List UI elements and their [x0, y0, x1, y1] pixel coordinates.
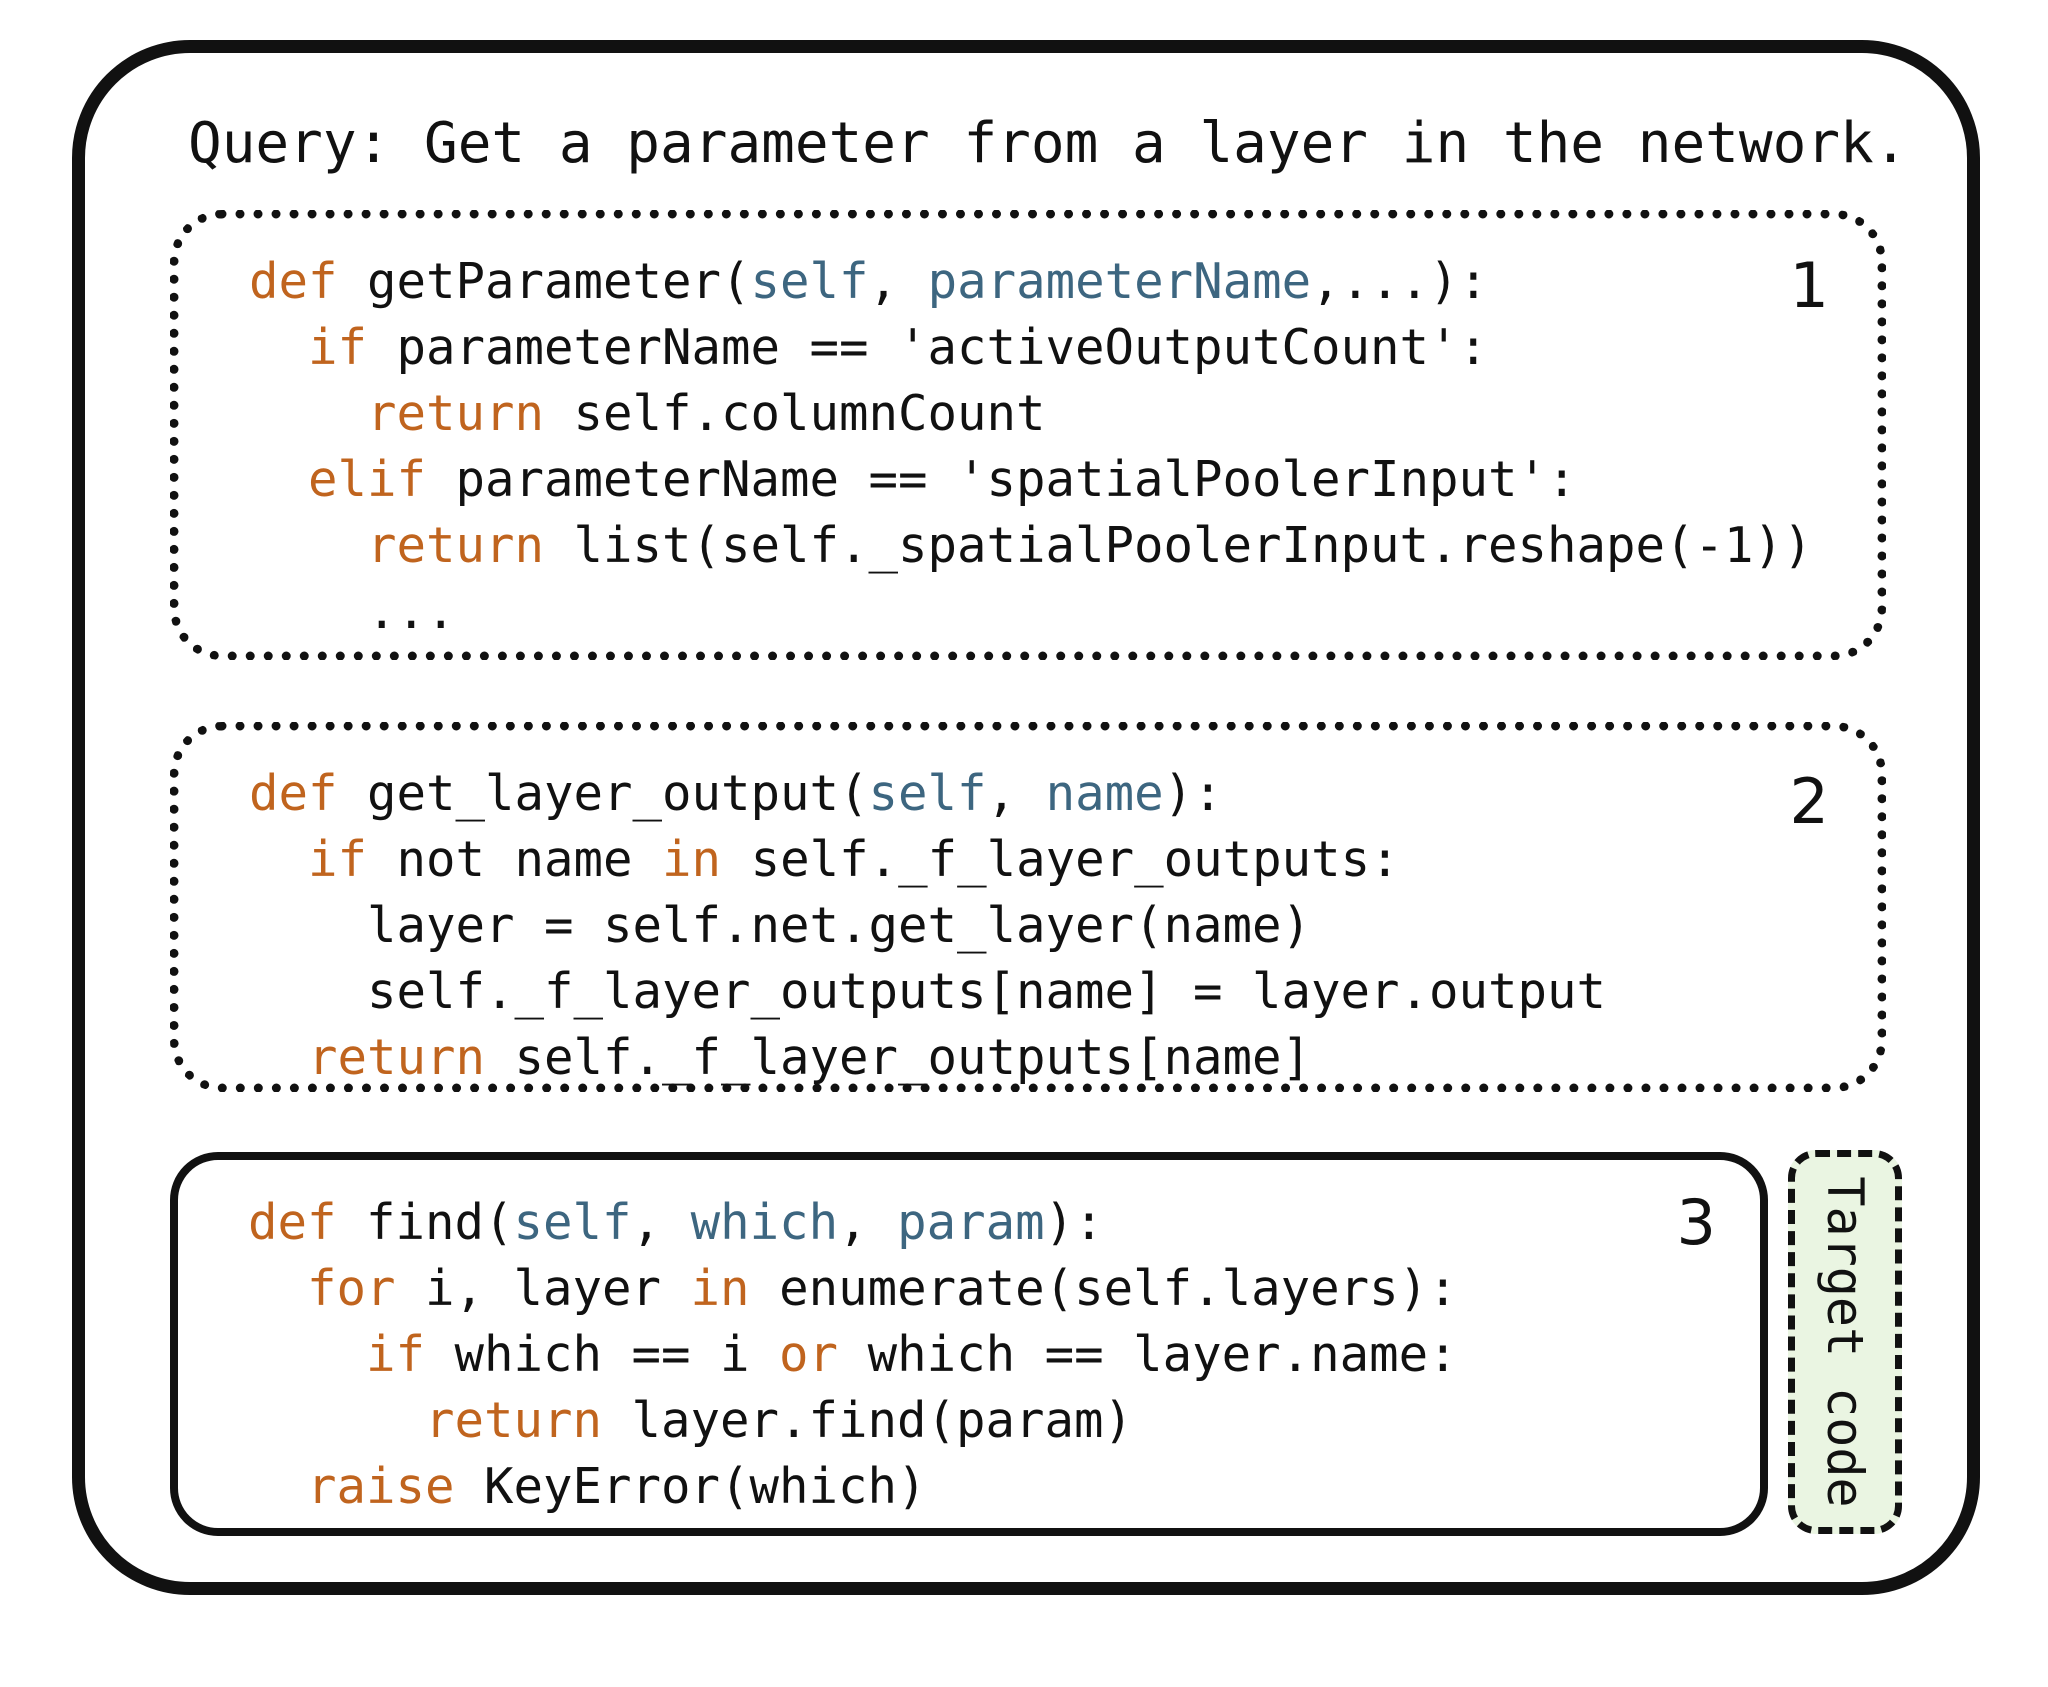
code-line: elif parameterName == 'spatialPoolerInpu… [249, 447, 1813, 513]
code-keyword: or [779, 1326, 839, 1383]
code-keyword: if [366, 1326, 426, 1383]
code-keyword: for [307, 1260, 396, 1317]
code-line: layer = self.net.get_layer(name) [249, 893, 1606, 959]
outer-frame [72, 40, 1980, 1595]
code-text [248, 1326, 366, 1383]
code-block: def get_layer_output(self, name): if not… [249, 761, 1606, 1091]
code-block: def getParameter(self, parameterName,...… [249, 249, 1813, 645]
code-text: getParameter( [337, 253, 751, 310]
code-text: KeyError(which) [454, 1458, 927, 1515]
code-text: enumerate(self.layers): [749, 1260, 1458, 1317]
code-parameter: which [690, 1194, 839, 1251]
code-text: self._f_layer_outputs[name] = layer.outp… [249, 963, 1607, 1020]
code-text: ,...): [1311, 253, 1489, 310]
code-line: return layer.find(param) [248, 1388, 1458, 1454]
code-text: self.columnCount [544, 385, 1046, 442]
code-line: def find(self, which, param): [248, 1190, 1458, 1256]
candidate-snippet-1: def getParameter(self, parameterName,...… [170, 210, 1886, 660]
code-line: if parameterName == 'activeOutputCount': [249, 315, 1813, 381]
code-keyword: return [367, 385, 545, 442]
code-text: self._f_layer_outputs: [721, 831, 1400, 888]
target-code-tag: Target code [1788, 1150, 1902, 1534]
code-keyword: elif [308, 451, 427, 508]
code-text: i, layer [395, 1260, 691, 1317]
code-text [248, 1260, 307, 1317]
code-keyword: if [308, 319, 368, 376]
code-text: parameterName == 'spatialPoolerInput': [426, 451, 1577, 508]
code-parameter: name [1045, 765, 1164, 822]
code-text [249, 319, 308, 376]
code-line: def get_layer_output(self, name): [249, 761, 1606, 827]
code-text: which == layer.name: [838, 1326, 1458, 1383]
code-line: return self._f_layer_outputs[name] [249, 1025, 1606, 1091]
code-text: layer.find(param) [602, 1392, 1134, 1449]
code-line: ... [249, 579, 1813, 645]
code-text: , [631, 1194, 691, 1251]
code-block: def find(self, which, param): for i, lay… [248, 1190, 1458, 1520]
code-text [249, 1029, 308, 1086]
code-text [248, 1458, 307, 1515]
code-keyword: return [367, 517, 545, 574]
code-text: parameterName == 'activeOutputCount': [367, 319, 1489, 376]
code-keyword: return [308, 1029, 486, 1086]
code-text: get_layer_output( [337, 765, 869, 822]
code-keyword: def [248, 1194, 337, 1251]
candidate-snippet-2: def get_layer_output(self, name): if not… [170, 722, 1886, 1092]
code-text: ... [249, 583, 456, 640]
code-line: if which == i or which == layer.name: [248, 1322, 1458, 1388]
code-line: return self.columnCount [249, 381, 1813, 447]
code-line: if not name in self._f_layer_outputs: [249, 827, 1606, 893]
code-line: return list(self._spatialPoolerInput.res… [249, 513, 1813, 579]
code-line: raise KeyError(which) [248, 1454, 1458, 1520]
code-text [248, 1392, 425, 1449]
code-text: layer = self.net.get_layer(name) [249, 897, 1312, 954]
snippet-number: 3 [1676, 1186, 1716, 1259]
code-keyword: raise [307, 1458, 455, 1515]
code-text: ): [1163, 765, 1223, 822]
code-line: self._f_layer_outputs[name] = layer.outp… [249, 959, 1606, 1025]
code-parameter: self [868, 765, 987, 822]
code-text: find( [336, 1194, 514, 1251]
code-line: def getParameter(self, parameterName,...… [249, 249, 1813, 315]
code-parameter: param [897, 1194, 1045, 1251]
code-text: list(self._spatialPoolerInput.reshape(-1… [544, 517, 1813, 574]
code-parameter: self [750, 253, 869, 310]
code-keyword: def [249, 253, 338, 310]
code-text [249, 451, 308, 508]
code-text: , [838, 1194, 898, 1251]
snippet-number: 2 [1789, 765, 1829, 838]
code-text: , [868, 253, 928, 310]
code-keyword: return [425, 1392, 603, 1449]
code-text [249, 517, 367, 574]
candidate-snippet-3-target: def find(self, which, param): for i, lay… [170, 1152, 1768, 1536]
query-text: Query: Get a parameter from a layer in t… [188, 111, 1908, 176]
code-text: ): [1044, 1194, 1104, 1251]
code-parameter: self [513, 1194, 632, 1251]
code-keyword: def [249, 765, 338, 822]
code-line: for i, layer in enumerate(self.layers): [248, 1256, 1458, 1322]
target-code-label: Target code [1816, 1176, 1874, 1508]
code-text: not name [367, 831, 663, 888]
code-text [249, 385, 367, 442]
code-text: , [986, 765, 1046, 822]
code-text [249, 831, 308, 888]
code-parameter: parameterName [927, 253, 1312, 310]
code-text: which == i [425, 1326, 780, 1383]
snippet-number: 1 [1789, 249, 1829, 322]
code-keyword: in [690, 1260, 750, 1317]
code-keyword: in [662, 831, 722, 888]
code-text: self._f_layer_outputs[name] [485, 1029, 1312, 1086]
code-keyword: if [308, 831, 368, 888]
